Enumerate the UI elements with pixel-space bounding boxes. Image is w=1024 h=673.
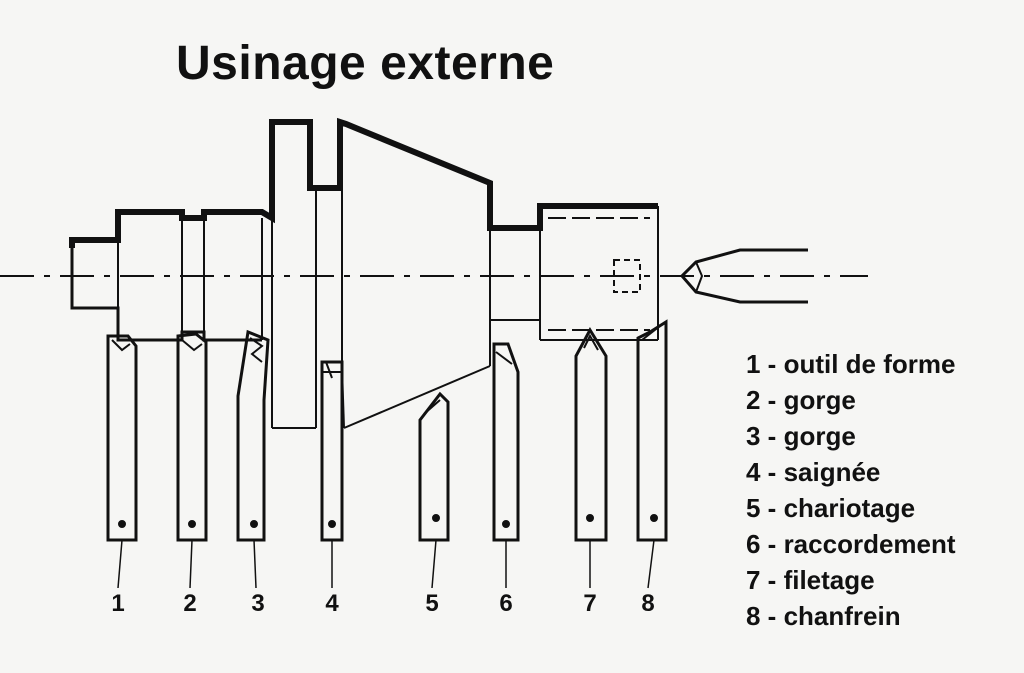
legend-item-7: 7 - filetage <box>746 565 875 595</box>
tool-number-7: 7 <box>583 590 597 617</box>
legend-item-6: 6 - raccordement <box>746 529 956 559</box>
legend-item-5: 5 - chariotage <box>746 493 916 523</box>
tool-number-8: 8 <box>641 590 655 617</box>
tool-3 <box>236 329 270 542</box>
workpiece-end <box>70 240 262 342</box>
tool-leaders <box>117 539 655 589</box>
legend-item-1: 1 - outil de forme <box>746 349 956 379</box>
tool-number-1: 1 <box>111 590 125 617</box>
diagram-title: Usinage externe <box>176 37 555 90</box>
tool-2 <box>176 332 208 542</box>
tool-number-6: 6 <box>499 590 513 617</box>
legend-item-8: 8 - chanfrein <box>746 601 901 631</box>
tool-number-3: 3 <box>251 590 265 617</box>
tool-number-4: 4 <box>325 590 339 617</box>
legend-item-2: 2 - gorge <box>746 385 856 415</box>
tool-1 <box>106 334 138 542</box>
tool-7 <box>574 326 608 542</box>
tool-legend: 1 - outil de forme 2 - gorge 3 - gorge 4… <box>746 346 956 634</box>
tool-5 <box>418 391 450 542</box>
tool-8 <box>636 319 668 542</box>
tailstock-center <box>679 248 808 304</box>
tool-number-5: 5 <box>425 590 439 617</box>
workpiece-body-lines <box>117 190 659 429</box>
workpiece-profile <box>69 117 658 248</box>
thread-lines <box>548 217 650 331</box>
legend-item-4: 4 - saignée <box>746 457 881 487</box>
center-hole <box>613 259 641 293</box>
legend-item-3: 3 - gorge <box>746 421 856 451</box>
tool-6 <box>492 342 520 542</box>
tool-4 <box>320 360 344 542</box>
tool-number-2: 2 <box>183 590 197 617</box>
